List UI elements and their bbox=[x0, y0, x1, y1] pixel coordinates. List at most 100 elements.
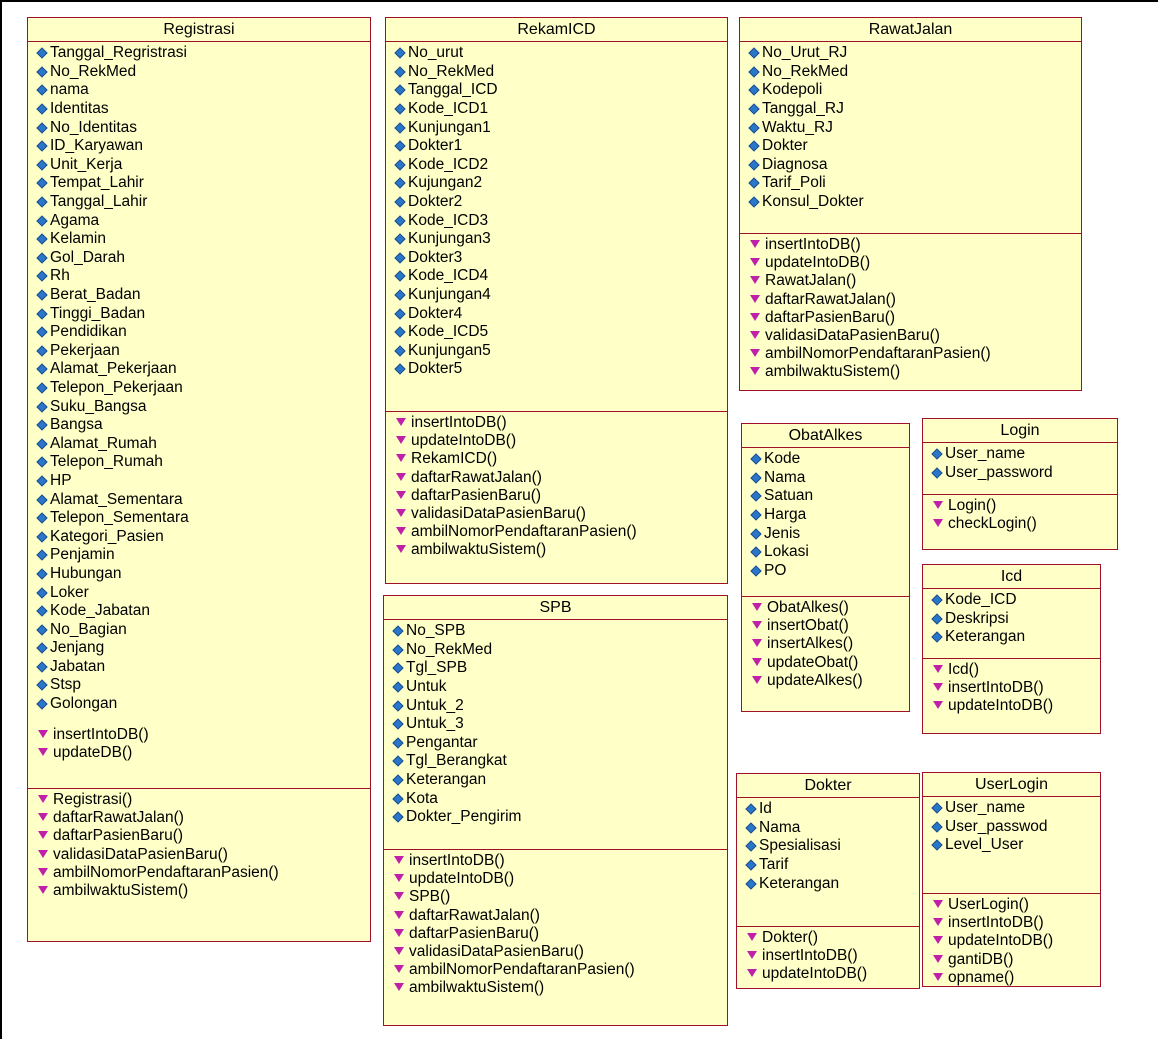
attribute-diamond-icon bbox=[36, 400, 48, 413]
attribute-diamond-icon bbox=[394, 289, 406, 301]
operation-marker-icon bbox=[396, 545, 406, 554]
operation-marker-icon bbox=[394, 856, 404, 865]
attribute-item: Nama bbox=[745, 818, 919, 838]
operation-marker-icon bbox=[396, 490, 406, 499]
attribute-diamond-icon bbox=[36, 456, 48, 469]
attribute-item: Kujungan2 bbox=[394, 174, 727, 193]
attribute-label: Kunjungan4 bbox=[408, 286, 491, 304]
attribute-item: Keterangan bbox=[931, 628, 1100, 647]
attribute-diamond-icon bbox=[394, 140, 406, 152]
attribute-item: Tgl_Berangkat bbox=[392, 752, 727, 771]
attribute-label: Dokter_Pengirim bbox=[406, 808, 522, 826]
attribute-diamond-icon bbox=[394, 122, 406, 134]
attribute-item: Pengantar bbox=[392, 733, 727, 753]
attribute-item: Golongan bbox=[36, 695, 370, 714]
attribute-item: Rh bbox=[36, 267, 370, 286]
attribute-diamond-icon bbox=[748, 84, 760, 97]
attribute-item: Jabatan bbox=[36, 658, 370, 677]
operation-label: SPB() bbox=[409, 888, 451, 906]
attribute-label: Tempat_Lahir bbox=[50, 174, 144, 192]
attribute-diamond-icon bbox=[750, 453, 762, 465]
operation-item: ambilNomorPendaftaranPasien() bbox=[394, 961, 727, 979]
operation-label: daftarPasienBaru() bbox=[53, 827, 184, 845]
attribute-item: No_Identitas bbox=[36, 118, 370, 137]
attribute-item: Dokter1 bbox=[394, 137, 727, 156]
operation-item: updateIntoDB() bbox=[933, 932, 1100, 950]
attribute-item: Nama bbox=[750, 469, 909, 488]
attribute-label: Harga bbox=[764, 506, 807, 524]
attribute-label: User_name bbox=[945, 799, 1026, 817]
attribute-diamond-icon bbox=[36, 122, 48, 134]
class-name: RawatJalan bbox=[740, 18, 1081, 42]
operation-marker-icon bbox=[933, 918, 943, 927]
attribute-diamond-icon bbox=[36, 419, 48, 431]
attribute-diamond-icon bbox=[750, 509, 762, 521]
attribute-label: Agama bbox=[50, 211, 100, 229]
operation-item: daftarPasienBaru() bbox=[750, 309, 1081, 327]
attribute-label: Pengantar bbox=[406, 733, 478, 751]
attribute-label: Tarif bbox=[759, 856, 789, 874]
operation-marker-icon bbox=[747, 951, 757, 960]
operation-label: daftarRawatJalan() bbox=[411, 468, 542, 486]
attribute-label: Nama bbox=[759, 818, 801, 836]
attribute-diamond-icon bbox=[394, 214, 406, 227]
operation-item: daftarPasienBaru() bbox=[394, 925, 727, 943]
attribute-label: Gol_Darah bbox=[50, 248, 125, 266]
attribute-diamond-icon bbox=[36, 47, 48, 59]
operation-list: UserLogin()insertIntoDB()updateIntoDB()g… bbox=[923, 894, 1100, 986]
operation-label: ambilwaktuSistem() bbox=[53, 882, 189, 900]
attribute-label: Kodepoli bbox=[762, 81, 823, 99]
operation-item: ambilwaktuSistem() bbox=[394, 979, 727, 997]
attribute-label: Dokter4 bbox=[408, 304, 463, 322]
operation-label: insertIntoDB() bbox=[762, 947, 858, 965]
operation-list: insertIntoDB()updateIntoDB()RawatJalan()… bbox=[740, 234, 1081, 382]
operation-marker-icon bbox=[750, 240, 760, 249]
attribute-item: nama bbox=[36, 81, 370, 100]
class-name: Registrasi bbox=[28, 18, 370, 42]
attribute-item: No_SPB bbox=[392, 622, 727, 641]
operation-marker-icon bbox=[752, 603, 762, 612]
attribute-label: Keterangan bbox=[406, 771, 487, 789]
attribute-diamond-icon bbox=[394, 84, 406, 97]
attribute-label: Waktu_RJ bbox=[762, 118, 833, 136]
attribute-label: PO bbox=[764, 561, 787, 579]
attribute-diamond-icon bbox=[750, 528, 762, 540]
operation-list: Login()checkLogin() bbox=[923, 495, 1117, 533]
attribute-diamond-icon bbox=[394, 47, 406, 59]
attribute-item: Kota bbox=[392, 789, 727, 808]
operation-list: Dokter()insertIntoDB()updateIntoDB() bbox=[737, 927, 919, 984]
attribute-diamond-icon bbox=[394, 307, 406, 320]
operation-marker-icon bbox=[394, 947, 404, 956]
operation-item: updateIntoDB() bbox=[394, 870, 727, 888]
attribute-item: No_RekMed bbox=[394, 63, 727, 82]
operation-item: Icd() bbox=[933, 661, 1100, 679]
attribute-label: Tarif_Poli bbox=[762, 174, 826, 192]
attribute-diamond-icon bbox=[748, 140, 760, 152]
operation-label: updateObat() bbox=[767, 653, 859, 671]
attribute-diamond-icon bbox=[394, 196, 406, 208]
attribute-item: Dokter2 bbox=[394, 193, 727, 212]
attribute-item: Pekerjaan bbox=[36, 342, 370, 361]
attribute-diamond-icon bbox=[931, 821, 943, 833]
attribute-label: Kode_Jabatan bbox=[50, 602, 150, 620]
attribute-label: Kode_ICD3 bbox=[408, 211, 489, 229]
attribute-diamond-icon bbox=[392, 662, 404, 675]
attribute-item: Level_User bbox=[931, 836, 1100, 855]
attribute-item: Kode_ICD1 bbox=[394, 100, 727, 119]
attribute-label: Dokter1 bbox=[408, 137, 463, 155]
attribute-label: Identitas bbox=[50, 100, 109, 118]
operation-marker-icon bbox=[396, 418, 406, 427]
attribute-item: Kode_ICD2 bbox=[394, 156, 727, 175]
attribute-item: User_name bbox=[931, 799, 1100, 818]
attribute-diamond-icon bbox=[745, 859, 757, 871]
